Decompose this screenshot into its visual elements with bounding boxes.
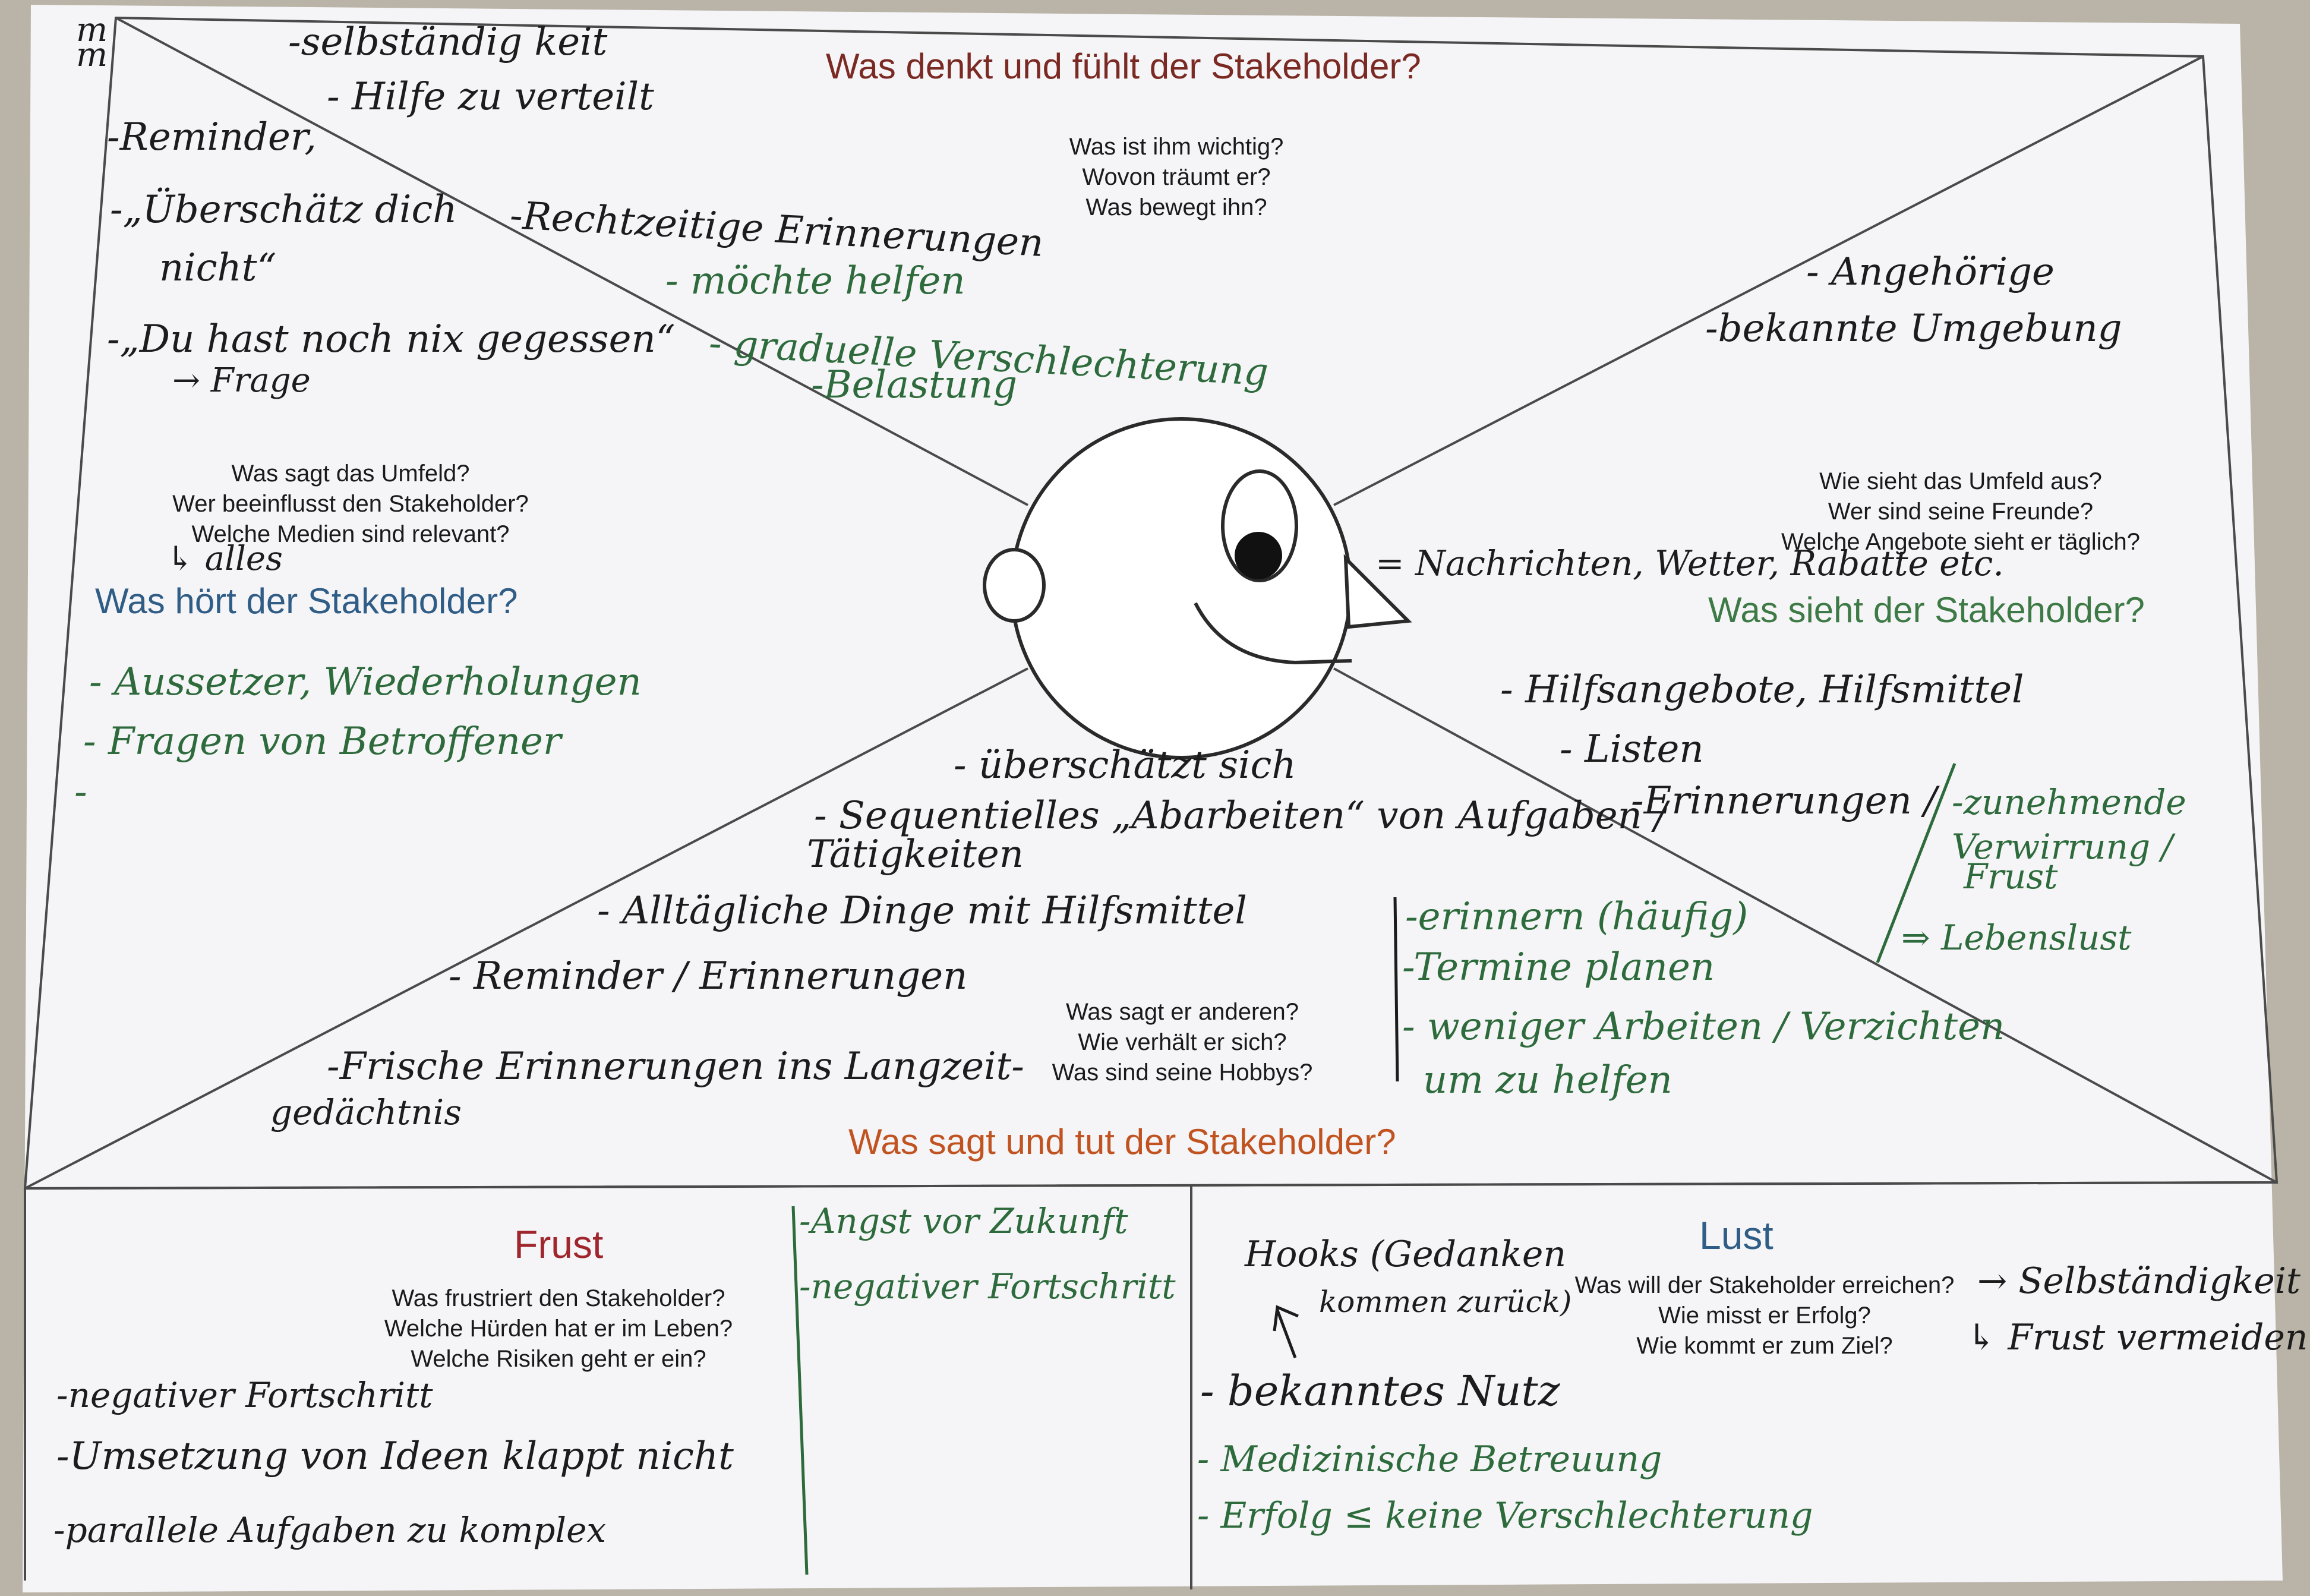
frust-title-text: Frust	[514, 1222, 604, 1266]
lust-title: Lust	[1699, 1215, 1773, 1256]
hooks-arrow-shaft	[1276, 1310, 1297, 1358]
diagonal-top-left	[115, 17, 1028, 506]
see-green-frust: Frust	[1964, 856, 2058, 897]
diagonal-bottom-right	[1333, 667, 2277, 1184]
see-note-hilfsangebote: - Hilfsangebote, Hilfsmittel	[1500, 668, 2024, 712]
ear-icon	[983, 548, 1046, 623]
say-title: Was sagt und tut der Stakeholder?	[848, 1123, 1396, 1160]
frust-title: Frust	[514, 1222, 604, 1266]
green-separator-frust	[791, 1206, 809, 1575]
stakeholder-head-icon	[983, 417, 1412, 759]
think-questions: Was ist ihm wichtig? Wovon träumt er? Wa…	[1069, 134, 1284, 221]
say-note-gedaechtnis: gedächtnis	[270, 1092, 462, 1133]
lust-note-frust-vermeiden: ↳ Frust vermeiden	[1967, 1317, 2308, 1358]
lust-questions: Was will der Stakeholder erreichen? Wie …	[1574, 1272, 1955, 1360]
hooks-arrow-head	[1273, 1305, 1299, 1332]
hear-green-fragen: - Fragen von Betroffener	[83, 720, 561, 764]
say-note-sequentielles: - Sequentielles „Abarbeiten“ von Aufgabe…	[814, 794, 1667, 838]
see-note-listen: - Listen	[1560, 727, 1704, 771]
paper-background	[23, 5, 2283, 1592]
think-green-belastung: -Belastung	[811, 363, 1018, 407]
say-questions: Was sagt er anderen? Wie verhält er sich…	[1052, 999, 1313, 1086]
think-note-hilfe: - Hilfe zu verteilt	[327, 75, 654, 119]
say-note-taetigkeiten: Tätigkeiten	[807, 832, 1024, 876]
see-title: Was sieht der Stakeholder?	[1708, 591, 2145, 629]
say-green-weniger: - weniger Arbeiten / Verzichten	[1402, 1005, 2005, 1049]
hear-questions: Was sagt das Umfeld? Wer beeinflusst den…	[172, 460, 529, 548]
frust-note-parallele: -parallele Aufgaben zu komplex	[53, 1510, 607, 1550]
think-note-ueberschaetz: -„Überschätz dich	[110, 188, 457, 232]
say-note-alltaegliche: - Alltägliche Dinge mit Hilfsmittel	[597, 889, 1247, 933]
green-separator-see	[1876, 763, 1956, 963]
frust-note-negativer: -negativer Fortschritt	[56, 1375, 433, 1415]
head-circle	[1010, 417, 1352, 759]
lust-green-medizinische: - Medizinische Betreuung	[1197, 1439, 1662, 1480]
nose-icon	[1343, 554, 1412, 629]
lust-title-text: Lust	[1699, 1213, 1773, 1257]
hear-green-dash: -	[74, 770, 87, 814]
lust-note-hooks: Hooks (Gedanken	[1245, 1234, 1566, 1275]
frust-note-umsetzung: -Umsetzung von Ideen klappt nicht	[56, 1434, 734, 1478]
say-green-helfen: um zu helfen	[1423, 1058, 1672, 1102]
see-green-lebenslust: ⇒ Lebenslust	[1901, 917, 2132, 958]
think-note-gegessen: -„Du hast noch nix gegessen“	[107, 317, 676, 361]
map-bottom-border	[24, 1181, 2277, 1190]
frust-questions: Was frustriert den Stakeholder? Welche H…	[384, 1285, 733, 1373]
think-note-nicht: nicht“	[159, 246, 277, 290]
hear-note-alles: ↳ alles	[166, 540, 283, 578]
diagonal-bottom-left	[24, 667, 1028, 1190]
think-title: Was denkt und fühlt der Stakeholder?	[826, 48, 1421, 85]
say-note-frische: -Frische Erinnerungen ins Langzeit-	[327, 1045, 1024, 1089]
think-note-reminder: -Reminder,	[107, 115, 317, 159]
see-title-text: Was sieht der Stakeholder?	[1708, 590, 2145, 630]
diagonal-top-right	[1333, 55, 2204, 506]
say-note-ueberschaetzt: - überschätzt sich	[954, 743, 1296, 787]
see-note-nachrichten: = Nachrichten, Wetter, Rabatte etc.	[1375, 543, 2004, 583]
see-green-zunehmende: -zunehmende	[1952, 782, 2186, 822]
say-green-erinnern: -erinnern (häufig)	[1405, 895, 1749, 939]
say-green-termine: -Termine planen	[1402, 945, 1715, 989]
see-note-umgebung: -bekannte Umgebung	[1705, 307, 2122, 351]
frust-green-angst: -Angst vor Zukunft	[799, 1201, 1128, 1241]
lust-note-zurueck: kommen zurück)	[1319, 1285, 1572, 1319]
pupil-icon	[1235, 532, 1282, 579]
see-green-verwirrung: Verwirrung /	[1952, 827, 2173, 867]
frust-green-negativer: -negativer Fortschritt	[799, 1266, 1176, 1307]
see-note-erinnerungen: -Erinnerungen /	[1631, 779, 1937, 823]
lust-note-selbstaendigkeit: → Selbständigkeit	[1977, 1260, 2301, 1302]
mouth-icon	[1194, 602, 1352, 665]
hear-title: Was hört der Stakeholder?	[95, 582, 517, 620]
corner-marks: m m	[76, 11, 108, 74]
see-questions: Wie sieht das Umfeld aus? Wer sind seine…	[1781, 468, 2141, 556]
think-note-selbstaendigkeit: -selbständig keit	[288, 20, 608, 64]
hear-title-text: Was hört der Stakeholder?	[95, 581, 518, 621]
lust-green-erfolg: - Erfolg ≤ keine Verschlechterung	[1197, 1495, 1813, 1537]
hear-green-aussetzer: - Aussetzer, Wiederholungen	[89, 660, 642, 704]
see-note-angehoerige: - Angehörige	[1806, 250, 2055, 294]
lust-note-bekanntes: - bekanntes Nutz	[1200, 1367, 1560, 1415]
black-separator-say	[1393, 897, 1399, 1082]
think-green-helfen: - möchte helfen	[665, 259, 965, 303]
think-title-text: Was denkt und fühlt der Stakeholder?	[826, 46, 1421, 86]
think-note-frage: → Frage	[172, 361, 311, 400]
say-note-reminder: - Reminder / Erinnerungen	[449, 954, 968, 998]
say-title-text: Was sagt und tut der Stakeholder?	[848, 1122, 1396, 1162]
